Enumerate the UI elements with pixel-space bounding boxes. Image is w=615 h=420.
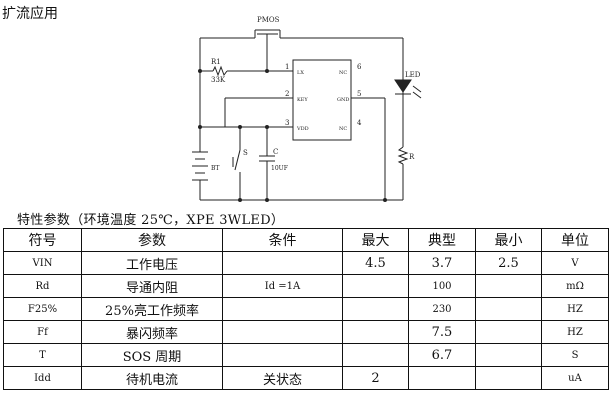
cell-min <box>475 297 542 321</box>
cell-min <box>475 274 542 298</box>
cell-parameter: SOS 周期 <box>81 343 223 367</box>
cell-typ: 3.7 <box>408 251 476 275</box>
cell-max <box>342 297 409 321</box>
cell-unit: HZ <box>541 320 609 344</box>
mosfet-label: PMOS <box>257 16 280 24</box>
cell-condition <box>222 251 343 275</box>
section-heading: 扩流应用 <box>2 6 58 22</box>
cell-typ <box>408 366 476 390</box>
pin-2-number: 2 <box>285 90 289 98</box>
cell-condition <box>222 343 343 367</box>
cell-max: 2 <box>342 366 409 390</box>
cell-typ: 230 <box>408 297 476 321</box>
header-min: 最小 <box>475 228 542 252</box>
cell-symbol: Idd <box>3 366 82 390</box>
table-row: Idd 待机电流 关状态 2 uA <box>3 366 609 390</box>
cell-unit: HZ <box>541 297 609 321</box>
cell-typ: 7.5 <box>408 320 476 344</box>
header-typ: 典型 <box>408 228 476 252</box>
cell-condition <box>222 320 343 344</box>
cell-max: 4.5 <box>342 251 409 275</box>
pin-5-name: GND <box>337 97 349 103</box>
cell-min <box>475 320 542 344</box>
table-row: F25% 25%亮工作频率 230 HZ <box>3 297 609 321</box>
resistor-label: R <box>409 153 415 161</box>
spec-table: 符号 参数 条件 最大 典型 最小 单位 VIN 工作电压 4.5 3.7 2.… <box>3 228 609 390</box>
cell-condition: 关状态 <box>222 366 343 390</box>
header-symbol: 符号 <box>3 228 82 252</box>
pin-3-name: VDD <box>296 126 309 132</box>
cell-parameter: 暴闪频率 <box>81 320 223 344</box>
cell-unit: mΩ <box>541 274 609 298</box>
cell-condition <box>222 297 343 321</box>
cell-parameter: 工作电压 <box>81 251 223 275</box>
pin-1-name: LX <box>297 70 304 76</box>
cell-symbol: Ff <box>3 320 82 344</box>
table-row: Ff 暴闪频率 7.5 HZ <box>3 320 609 344</box>
cell-symbol: Rd <box>3 274 82 298</box>
pin-4-number: 4 <box>357 119 362 127</box>
cell-min: 2.5 <box>475 251 542 275</box>
resistor1-value: 33K <box>211 76 226 84</box>
resistor1-label: R1 <box>211 58 221 66</box>
cell-min <box>475 366 542 390</box>
cell-parameter: 25%亮工作频率 <box>81 297 223 321</box>
cell-unit: uA <box>541 366 609 390</box>
table-row: T SOS 周期 6.7 S <box>3 343 609 367</box>
pin-5-number: 5 <box>357 90 361 98</box>
cell-max <box>342 343 409 367</box>
cell-symbol: F25% <box>3 297 82 321</box>
circuit-diagram: PMOS R1 33K 1 LX 2 KEY 3 VDD 6 NC 5 GND … <box>192 16 422 202</box>
header-max: 最大 <box>342 228 409 252</box>
characteristics-title: 特性参数（环境温度 25℃，XPE 3WLED） <box>17 213 285 228</box>
led-label: LED <box>405 71 421 79</box>
cell-symbol: VIN <box>3 251 82 275</box>
header-unit: 单位 <box>541 228 609 252</box>
cell-unit: S <box>541 343 609 367</box>
pin-3-number: 3 <box>285 119 289 127</box>
cell-typ: 6.7 <box>408 343 476 367</box>
cell-parameter: 导通内阻 <box>81 274 223 298</box>
switch-label: S <box>243 149 248 157</box>
pin-4-name: NC <box>339 126 347 132</box>
cell-typ: 100 <box>408 274 476 298</box>
battery-label: BT <box>211 165 219 172</box>
table-header-row: 符号 参数 条件 最大 典型 最小 单位 <box>3 228 609 252</box>
pin-6-number: 6 <box>357 63 362 71</box>
pin-1-number: 1 <box>285 63 289 71</box>
cell-min <box>475 343 542 367</box>
capacitor-value: 10UF <box>271 165 288 172</box>
table-row: VIN 工作电压 4.5 3.7 2.5 V <box>3 251 609 275</box>
cell-symbol: T <box>3 343 82 367</box>
pin-2-name: KEY <box>297 97 308 103</box>
table-row: Rd 导通内阻 Id =1A 100 mΩ <box>3 274 609 298</box>
cell-max <box>342 274 409 298</box>
header-condition: 条件 <box>222 228 343 252</box>
cell-condition: Id =1A <box>222 274 343 298</box>
cell-parameter: 待机电流 <box>81 366 223 390</box>
cell-unit: V <box>541 251 609 275</box>
pin-6-name: NC <box>339 70 347 76</box>
cell-max <box>342 320 409 344</box>
capacitor-label: C <box>273 148 278 156</box>
header-parameter: 参数 <box>81 228 223 252</box>
